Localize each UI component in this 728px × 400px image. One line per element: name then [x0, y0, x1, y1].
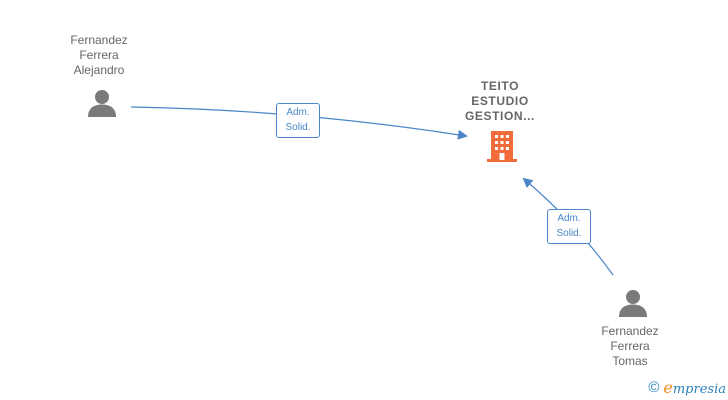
copyright-icon: ©	[648, 378, 660, 396]
person-icon[interactable]	[618, 288, 648, 323]
brand-footer: © empresia	[648, 378, 726, 397]
edge-label-bottom-line1: Adm.	[557, 213, 581, 224]
person-top-name-line3: Alejandro	[73, 63, 125, 77]
edge-label-top[interactable]: Adm. Solid.	[276, 103, 320, 138]
person-bottom-name-line1: Fernandez	[601, 324, 659, 338]
edge-label-top-line2: Solid.	[285, 122, 311, 133]
company-name-line2: ESTUDIO	[471, 94, 529, 108]
edge-label-top-line1: Adm.	[286, 107, 310, 118]
person-top-name[interactable]: Fernandez Ferrera Alejandro	[49, 33, 149, 78]
brand-logo: empresia	[663, 378, 726, 397]
brand-logo-initial: e	[663, 378, 673, 397]
person-icon[interactable]	[87, 88, 117, 123]
brand-logo-text: mpresia	[672, 382, 726, 397]
company-name[interactable]: TEITO ESTUDIO GESTION...	[440, 79, 560, 124]
company-name-line3: GESTION...	[464, 109, 535, 123]
edge-label-bottom[interactable]: Adm. Solid.	[547, 209, 591, 244]
company-name-line1: TEITO	[480, 79, 520, 93]
person-top-name-line1: Fernandez	[70, 33, 128, 47]
person-bottom-name-line2: Ferrera	[610, 339, 650, 353]
person-bottom-name-line3: Tomas	[612, 354, 648, 368]
building-icon[interactable]	[486, 129, 518, 168]
edge-label-bottom-line2: Solid.	[556, 228, 582, 239]
person-bottom-name[interactable]: Fernandez Ferrera Tomas	[580, 324, 680, 369]
person-top-name-line2: Ferrera	[79, 48, 119, 62]
